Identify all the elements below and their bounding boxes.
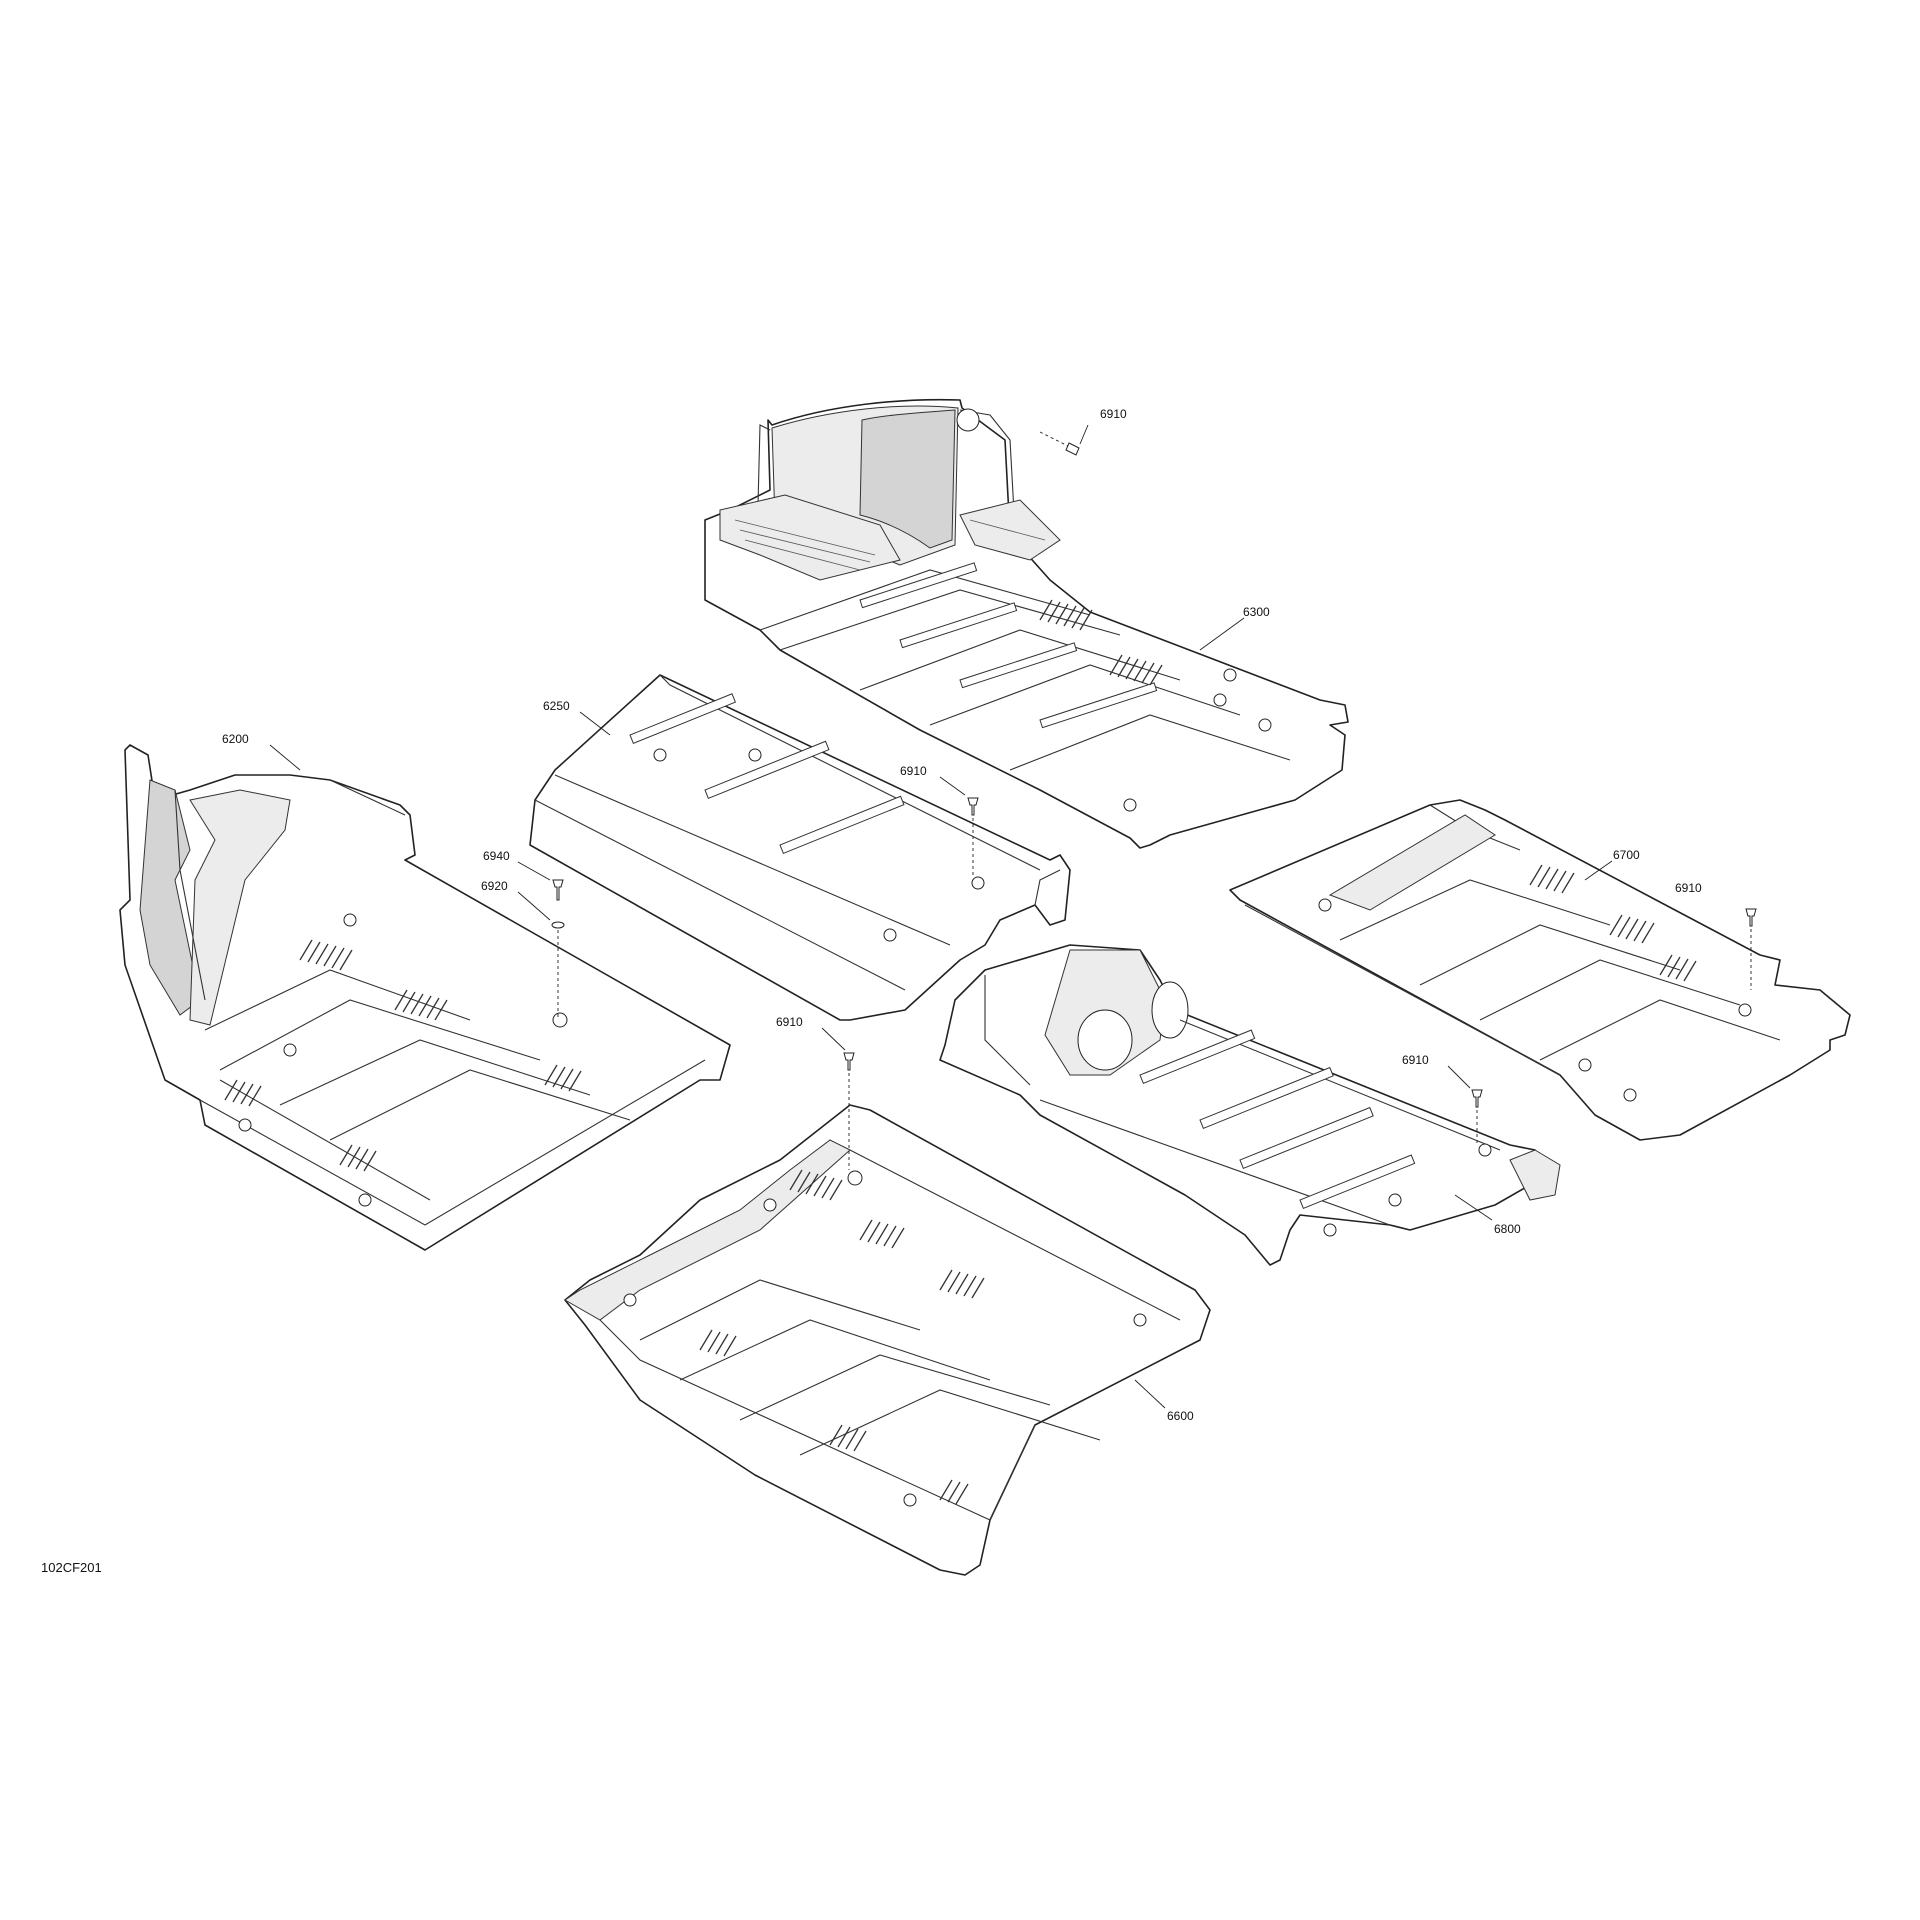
fastener-6910-center[interactable] <box>1471 1089 1483 1145</box>
part-6700-right-rear-floor-panel[interactable] <box>1229 799 1851 1141</box>
part-6250-tunnel-cover[interactable] <box>529 674 1071 1021</box>
callout-6910-top: 6910 <box>1100 407 1127 421</box>
callout-6910-center: 6910 <box>1402 1053 1429 1067</box>
callout-6910-lower: 6910 <box>776 1015 803 1029</box>
fastener-6910-top[interactable] <box>1039 431 1080 456</box>
callout-6200: 6200 <box>222 732 249 746</box>
callout-6910-right: 6910 <box>1675 881 1702 895</box>
callout-6920: 6920 <box>481 879 508 893</box>
fastener-6910-mid[interactable] <box>967 797 979 878</box>
callout-6250: 6250 <box>543 699 570 713</box>
diagram-reference-code: 102CF201 <box>41 1560 102 1575</box>
fastener-6940-washer-6920[interactable] <box>551 879 565 1018</box>
part-6600-front-right-floor-panel[interactable] <box>564 1104 1211 1576</box>
callout-6700: 6700 <box>1613 848 1640 862</box>
part-6800-center-console-floor[interactable] <box>939 944 1561 1266</box>
callout-6600: 6600 <box>1167 1409 1194 1423</box>
leader-lines <box>269 424 1613 1409</box>
callout-6910-mid: 6910 <box>900 764 927 778</box>
part-6200-front-left-floor-panel[interactable] <box>119 744 731 1251</box>
callout-labels: 6910 6300 6250 6200 6910 6940 6920 6700 … <box>222 407 1702 1423</box>
callout-6800: 6800 <box>1494 1222 1521 1236</box>
fastener-6910-lower[interactable] <box>843 1052 855 1170</box>
callout-6300: 6300 <box>1243 605 1270 619</box>
callout-6940: 6940 <box>483 849 510 863</box>
part-6300-rear-floor-panel[interactable] <box>704 398 1349 849</box>
fastener-6910-right[interactable] <box>1745 908 1757 990</box>
